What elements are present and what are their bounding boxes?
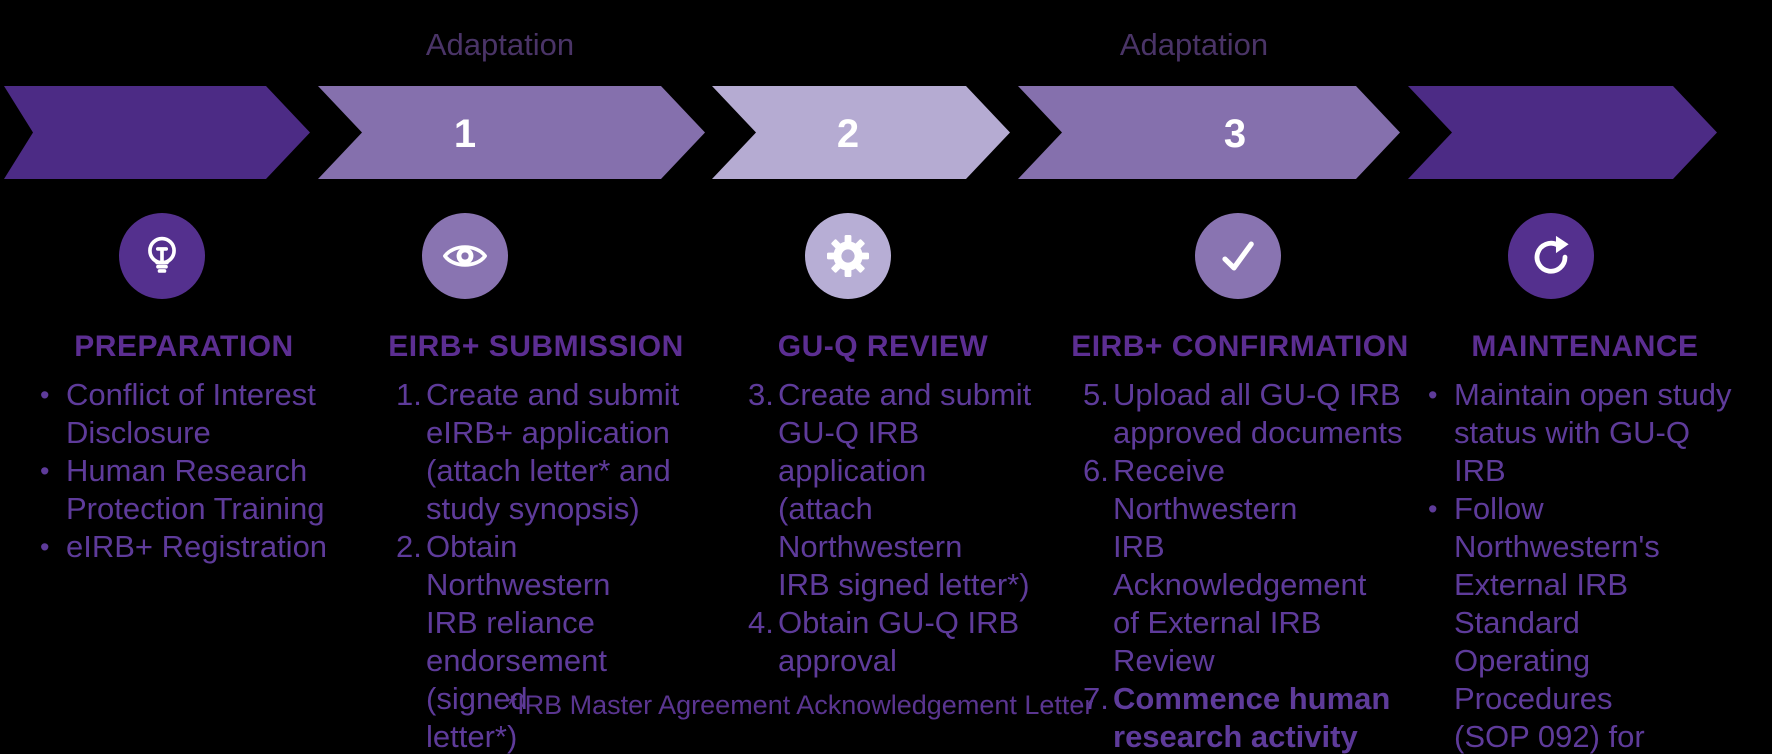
- process-arrow-band: 1 2 3: [4, 86, 1717, 179]
- check-icon: [1222, 241, 1254, 271]
- number-marker: 5.: [1083, 377, 1109, 412]
- chevron-number-1: 1: [454, 112, 476, 156]
- chevron-eirb-confirmation: [1018, 86, 1400, 179]
- number-marker: 3.: [748, 377, 774, 412]
- chevron-number-2: 2: [837, 112, 859, 156]
- preparation-icon-circle: [119, 213, 205, 299]
- preparation-list: • Conflict of Interest Disclosure • Huma…: [40, 376, 330, 566]
- chevron-maintenance: [1408, 86, 1717, 179]
- eirb-submission-list: 1. Create and submit eIRB+ application (…: [396, 376, 696, 754]
- refresh-icon: [1534, 235, 1569, 274]
- list-item: • Follow Northwestern's External IRB Sta…: [1428, 491, 1660, 754]
- stage-title-preparation: PREPARATION: [74, 330, 294, 363]
- chevron-preparation: [4, 86, 310, 179]
- bullet-marker: •: [40, 380, 50, 410]
- list-item: 3. Create and submit GU-Q IRB applicatio…: [748, 377, 1032, 602]
- list-item: 4. Obtain GU-Q IRB approval: [748, 605, 1020, 678]
- stage-title-eirb-submission: EIRB+ SUBMISSION: [388, 330, 684, 363]
- bullet-marker: •: [1428, 494, 1438, 524]
- number-marker: 7.: [1083, 681, 1109, 716]
- footnote: *IRB Master Agreement Acknowledgement Le…: [506, 690, 1094, 720]
- chevron-guq-review: [712, 86, 1010, 179]
- stage-title-eirb-confirmation: EIRB+ CONFIRMATION: [1071, 330, 1409, 363]
- adaptation-label-2: Adaptation: [1119, 27, 1269, 62]
- list-item: • eIRB+ Registration: [40, 529, 328, 564]
- guq-review-list: 3. Create and submit GU-Q IRB applicatio…: [748, 376, 1058, 680]
- bullet-marker: •: [1428, 380, 1438, 410]
- list-item: 5. Upload all GU-Q IRB approved document…: [1083, 377, 1403, 450]
- eirb-submission-icon-circle: [422, 213, 508, 299]
- list-item: 1. Create and submit eIRB+ application (…: [396, 377, 680, 526]
- list-item: • Conflict of Interest Disclosure: [40, 377, 316, 450]
- bullet-marker: •: [40, 456, 50, 486]
- gear-icon: [827, 235, 869, 277]
- eirb-confirmation-list: 5. Upload all GU-Q IRB approved document…: [1083, 376, 1413, 754]
- adaptation-label-1: Adaptation: [425, 27, 575, 62]
- guq-review-icon-circle: [805, 213, 891, 299]
- stage-title-guq-review: GU-Q REVIEW: [777, 330, 989, 363]
- list-item: • Maintain open study status with GU-Q I…: [1428, 377, 1732, 488]
- eye-icon: [443, 245, 487, 267]
- stage-title-maintenance: MAINTENANCE: [1471, 330, 1699, 363]
- number-marker: 4.: [748, 605, 774, 640]
- chevron-eirb-submission: [318, 86, 705, 179]
- eirb-confirmation-icon-circle: [1195, 213, 1281, 299]
- list-item-emphasized: 7. Commence human research activity: [1083, 681, 1391, 754]
- lightbulb-icon: [148, 236, 176, 273]
- maintenance-list: • Maintain open study status with GU-Q I…: [1428, 376, 1738, 754]
- chevron-number-3: 3: [1224, 112, 1246, 156]
- list-item: 2. Obtain Northwestern IRB reliance endo…: [396, 529, 611, 754]
- list-item: 6. Receive Northwestern IRB Acknowledgem…: [1083, 453, 1367, 678]
- maintenance-icon-circle: [1508, 213, 1594, 299]
- number-marker: 2.: [396, 529, 422, 564]
- number-marker: 1.: [396, 377, 422, 412]
- bullet-marker: •: [40, 532, 50, 562]
- list-item: • Human Research Protection Training: [40, 453, 325, 526]
- number-marker: 6.: [1083, 453, 1109, 488]
